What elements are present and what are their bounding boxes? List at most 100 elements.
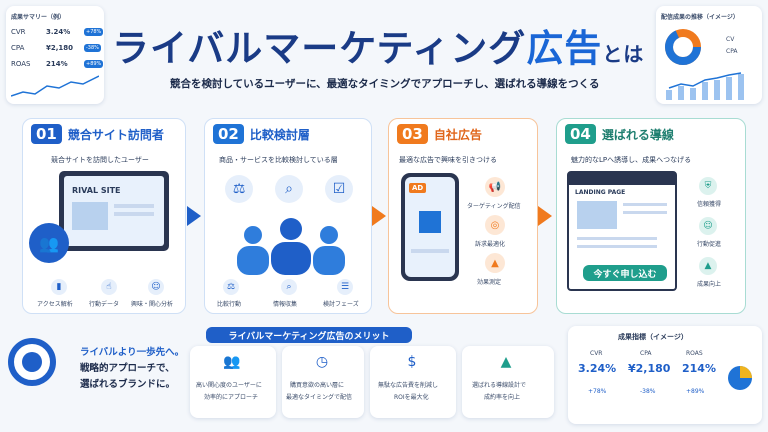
clock-icon: ◷ — [315, 354, 329, 370]
summary-k1: CPA — [11, 44, 25, 52]
step-4-desc: 魅力的なLPへ誘導し、成果へつなげる — [571, 156, 692, 164]
step-2-icon-label-0: 比較行動 — [217, 301, 242, 308]
kpi-pie-icon — [728, 366, 752, 390]
step-2-num: 02 — [213, 124, 244, 144]
summary-line-chart — [11, 75, 99, 97]
cube-icon — [419, 211, 441, 233]
step-4-head: 選ばれる導線 — [601, 127, 674, 142]
merit-item-3: ▲ 選ばれる導線設計で 成約率を向上 — [462, 346, 554, 418]
kpi-card: 成果指標（イメージ） CVR 3.24% +78% CPA ¥2,180 -38… — [568, 326, 762, 424]
page-subtitle: 競合を検討しているユーザーに、最適なタイミングでアプローチし、選ばれる導線をつく… — [170, 78, 600, 90]
kpi-title: 成果指標（イメージ） — [618, 333, 688, 341]
growth-icon: ▲ — [699, 257, 717, 275]
merit-1-line-1: 購買意欲の高い層に — [290, 382, 345, 389]
target-icon: ◎ — [485, 215, 505, 235]
legend-cpa: CPA — [726, 48, 738, 55]
summary-d1: -38% — [84, 44, 101, 52]
step-2-desc: 商品・サービスを比較検討している層 — [219, 156, 338, 164]
step-4-icon-label-2: 成果向上 — [697, 281, 722, 288]
step-3-icon-label-2: 効果測定 — [477, 279, 502, 286]
behavior-icon: ☝ — [101, 279, 117, 295]
kpi-v1: ¥2,180 — [628, 362, 671, 375]
lead-line-1: ライバルより一歩先へ。 — [80, 347, 185, 358]
merit-2-line-2: ROIを最大化 — [394, 394, 429, 401]
step-3-head: 自社広告 — [433, 127, 482, 142]
step-2-icon-label-1: 情報収集 — [273, 301, 298, 308]
summary-k2: ROAS — [11, 60, 31, 68]
lead-line-2: 戦略的アプローチで、 — [80, 363, 175, 374]
summary-k0: CVR — [11, 28, 26, 36]
step-4-icon-label-0: 信頼獲得 — [697, 201, 722, 208]
scale-icon: ⚖ — [225, 175, 253, 203]
kpi-d0: +78% — [588, 388, 607, 395]
info-search-icon: ⌕ — [281, 279, 297, 295]
donut-chart — [665, 29, 701, 65]
summary-v1: ¥2,180 — [46, 44, 74, 52]
summary-d0: +78% — [84, 28, 104, 36]
legend-cv: CV — [726, 36, 735, 43]
step-2-icon-label-2: 検討フェーズ — [323, 301, 359, 308]
chart-icon: ▲ — [485, 253, 505, 273]
merit-0-line-2: 効率的にアプローチ — [204, 394, 259, 401]
shield-icon: ⛨ — [699, 177, 717, 195]
arrow-2 — [372, 206, 386, 226]
lead-line-3: 選ばれるブランドに。 — [80, 379, 176, 390]
group-icon: 👥 — [223, 354, 241, 370]
interest-icon: ☺ — [148, 279, 164, 295]
step-3-desc: 最適な広告で興味を引きつける — [399, 156, 497, 164]
trend-title: 配信成果の推移（イメージ） — [661, 14, 739, 21]
kpi-k0: CVR — [590, 350, 603, 357]
laptop-illustration: RIVAL SITE — [59, 171, 169, 251]
kpi-k1: CPA — [640, 350, 652, 357]
step-3-card: 03 自社広告 最適な広告で興味を引きつける AD 📢 ターゲティング配信 ◎ 訴… — [388, 118, 538, 314]
merit-title: ライバルマーケティング広告のメリット — [206, 327, 412, 343]
growth-chart-icon: ▲ — [500, 354, 512, 370]
checklist-icon: ☑ — [325, 175, 353, 203]
step-2-card: 02 比較検討層 商品・サービスを比較検討している層 ⚖ ⌕ ☑ ⚖ ⌕ ☰ 比較… — [204, 118, 372, 314]
summary-title: 成果サマリー（例） — [11, 14, 66, 21]
kpi-v2: 214% — [682, 362, 716, 375]
landing-page-label: LANDING PAGE — [575, 189, 626, 196]
merit-item-1: ◷ 購買意欲の高い層に 最適なタイミングで配信 — [282, 346, 364, 418]
kpi-d2: +89% — [686, 388, 705, 395]
kpi-d1: -38% — [640, 388, 656, 395]
phone-illustration: AD — [401, 173, 459, 281]
step-1-icon-label-1: 行動データ — [89, 301, 120, 308]
analytics-icon: ▮ — [51, 279, 67, 295]
rival-site-label: RIVAL SITE — [72, 186, 121, 195]
search-icon: ⌕ — [275, 175, 303, 203]
merit-1-line-2: 最適なタイミングで配信 — [286, 394, 353, 401]
merit-0-line-1: 高い関心度のユーザーに — [196, 382, 262, 389]
merit-item-2: $ 無駄な広告費を削減し ROIを最大化 — [370, 346, 456, 418]
trend-bars — [666, 72, 744, 100]
merit-item-0: 👥 高い関心度のユーザーに 効率的にアプローチ — [190, 346, 276, 418]
kpi-v0: 3.24% — [578, 362, 617, 375]
summary-v0: 3.24% — [46, 28, 71, 36]
person-icon: ☺ — [699, 217, 717, 235]
step-3-icon-label-1: 訴求最適化 — [475, 241, 506, 248]
coin-icon: $ — [407, 354, 417, 370]
merit-3-line-2: 成約率を向上 — [484, 394, 521, 401]
users-icon: 👥 — [29, 223, 69, 263]
megaphone-icon: 📢 — [485, 177, 505, 197]
summary-card: 成果サマリー（例） CVR 3.24% +78% CPA ¥2,180 -38%… — [6, 6, 104, 104]
ad-badge: AD — [409, 183, 427, 193]
people-illustration — [237, 218, 345, 275]
summary-v2: 214% — [46, 60, 68, 68]
step-1-head: 競合サイト訪問者 — [67, 127, 164, 142]
page-title: ライバルマーケティング広告とは — [112, 27, 645, 70]
step-3-icon-label-0: ターゲティング配信 — [467, 203, 521, 210]
merit-2-line-1: 無駄な広告費を削減し — [378, 382, 439, 389]
step-1-icon-label-2: 興味・関心分析 — [131, 301, 174, 308]
kpi-k2: ROAS — [686, 350, 703, 357]
step-1-desc: 競合サイトを訪問したユーザー — [51, 156, 149, 164]
step-3-num: 03 — [397, 124, 428, 144]
trend-card: 配信成果の推移（イメージ） CV CPA — [656, 6, 762, 104]
review-icon: ☰ — [337, 279, 353, 295]
step-2-head: 比較検討層 — [249, 127, 310, 142]
compare-icon: ⚖ — [223, 279, 239, 295]
cta-button[interactable]: 今すぐ申し込む — [583, 265, 667, 281]
step-4-icon-label-1: 行動促進 — [697, 241, 722, 248]
step-1-num: 01 — [31, 124, 62, 144]
